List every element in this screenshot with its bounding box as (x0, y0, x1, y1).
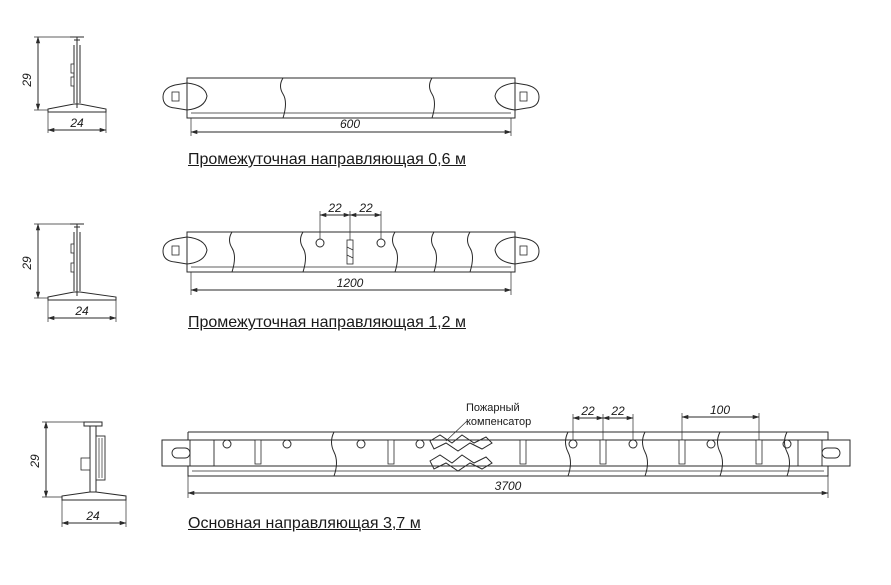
profile-2-slot-dimensions (319, 211, 382, 240)
profile-1-caption: Промежуточная направляющая 0,6 м (188, 151, 466, 168)
profile-3-width-label: 24 (85, 509, 100, 523)
profile-2-width-label: 24 (74, 304, 89, 318)
profile-2-side-view (162, 231, 540, 273)
profile-3-height-label: 29 (28, 454, 42, 469)
profile-3-pitch-dimension (681, 413, 760, 440)
profile-1-length-label: 600 (340, 117, 360, 131)
profile-2-length-dimension (190, 272, 512, 295)
profile-2-cross-section (34, 223, 117, 322)
profile-1-length-dimension (190, 118, 512, 136)
profile-1-width-label: 24 (69, 116, 84, 130)
profile-2-slot-spacing-left: 22 (327, 201, 342, 215)
profile-3-slot-spacing-left: 22 (580, 404, 595, 418)
profile-3-hole-pitch-label: 100 (710, 403, 730, 417)
profile-2-caption: Промежуточная направляющая 1,2 м (188, 314, 466, 331)
fire-compensator-label-line2: компенсатор (466, 416, 531, 428)
profile-2-height-label: 29 (20, 256, 34, 271)
profile-3-caption: Основная направляющая 3,7 м (188, 515, 421, 532)
profile-3-side-view (161, 420, 851, 477)
profile-3-length-dimension (187, 476, 829, 498)
profile-3-length-label: 3700 (495, 479, 522, 493)
profile-2-slot-spacing-right: 22 (358, 201, 373, 215)
profile-3-slot-dimensions (572, 414, 634, 440)
profile-3-slot-spacing-right: 22 (610, 404, 625, 418)
profile-3-cross-section (42, 421, 127, 527)
profile-1-height-label: 29 (20, 73, 34, 88)
profile-1-side-view (162, 77, 540, 119)
profile-2-length-label: 1200 (337, 276, 364, 290)
profile-1-cross-section (34, 36, 107, 133)
fire-compensator-label-line1: Пожарный (466, 402, 520, 414)
